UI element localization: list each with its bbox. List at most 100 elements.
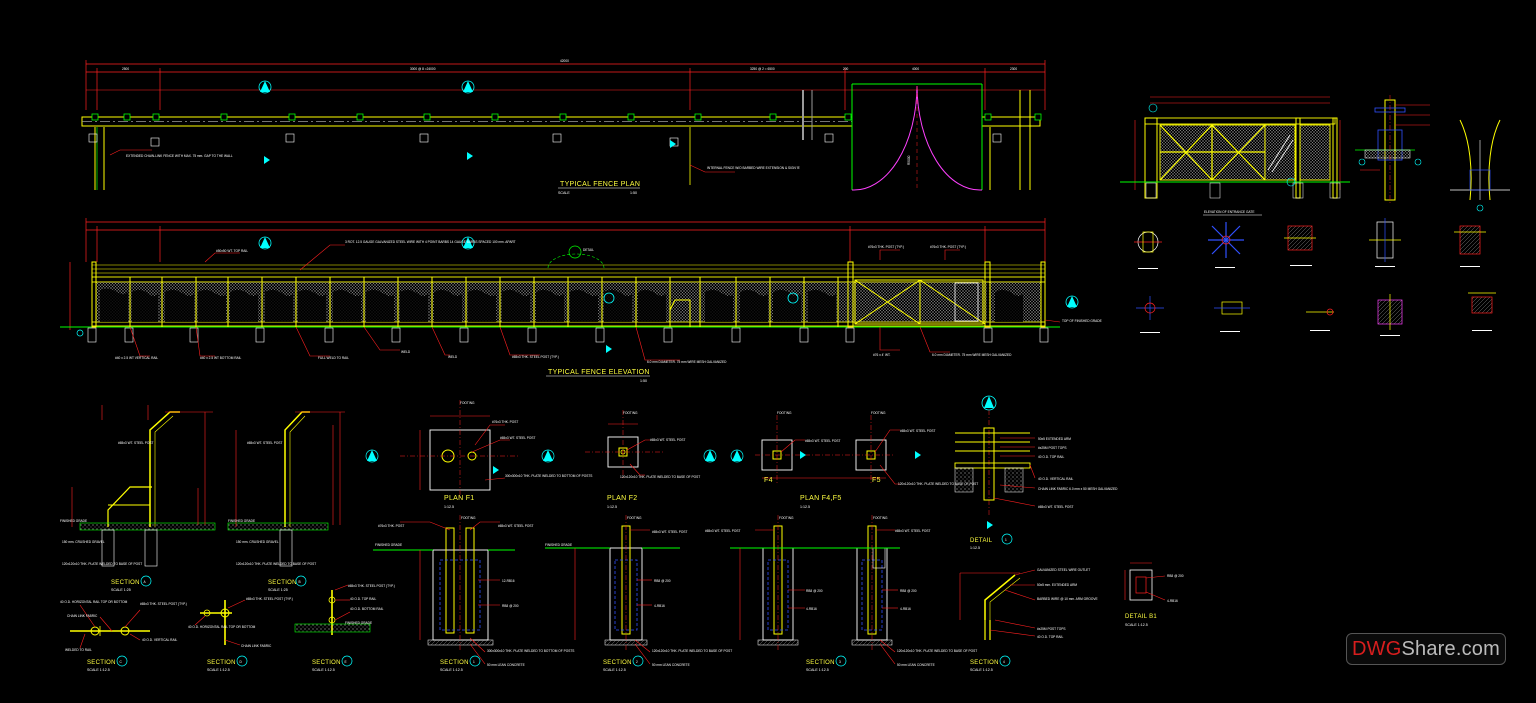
section-3-footing-1: FOOTING (779, 516, 794, 520)
section-1-note-5: RB8 @ 200 (502, 604, 519, 608)
section-1-title: SECTION (440, 660, 469, 666)
section-b-note-gravel: 150 mm. CRUSHED GRAVEL (236, 540, 279, 544)
section-c-note-2: CHAIN LINK FABRIC (67, 614, 98, 618)
plan-posts (91, 113, 1042, 121)
plan-dim-gate: 4000 (912, 67, 919, 71)
section-4-note-3: BARBED WIRE @ 10 mm. ARM GROOVE (1037, 597, 1098, 601)
section-c-note-1: 40 O.D. HORIZONTAL RAIL TOP OR BOTTOM (60, 600, 128, 604)
section-1-note-3: FINISHED GRADE (375, 543, 402, 547)
section-b-title: SECTION (268, 580, 297, 586)
section-2-note-1: #65x3 WT. STEEL POST (652, 530, 688, 534)
elevation-note-barbed: 3 ROT. 12.5 GAUGE GALVANIZED STEEL WIRE … (345, 240, 516, 244)
elevation-panel-breaks (100, 288, 1023, 322)
section-a-note-plate: 120x120x10 THK. PLATE WELDED TO BASE OF … (62, 562, 142, 566)
plan-f5-label: F5 (872, 477, 881, 484)
section-e-note-1: #65x3 THK. STEEL POST (TYP.) (348, 584, 395, 588)
fence-plan: 42000 2500 3000 @ 8 =24000 3250 @ 2 = 65… (81, 59, 1046, 195)
section-c-note-4: WELDED TO RAIL (65, 648, 92, 652)
section-3-title: SECTION (806, 660, 835, 666)
section-1-note-4: 12-RB16 (502, 579, 515, 583)
section-1-note-2: #65x3 WT. STEEL POST (498, 524, 534, 528)
elevation-note-post1: #76x3 THK. POST (TYP.) (868, 245, 904, 249)
section-a: #65x3 WT. STEEL POST FINISHED GRADE 150 … (60, 405, 216, 592)
detail-b1: RB8 @ 200 4-RB16 DETAIL B1 SCALE 1:12.5 (1124, 562, 1184, 627)
section-a-note-grade: FINISHED GRADE (60, 519, 87, 523)
plan-gate (851, 83, 983, 191)
section-b: #65x3 WT. STEEL POST FINISHED GRADE 150 … (227, 411, 345, 592)
elevation-note-vrail: #40 x 2.5 WT VERTICAL RAIL (115, 356, 158, 360)
section-3-footing-2: FOOTING (873, 516, 888, 520)
elevation-barbed-wire (92, 264, 1045, 274)
plan-dim-bays: 3000 @ 8 =24000 (410, 67, 436, 71)
elevation-note-detail: DETAIL (583, 248, 594, 252)
section-1-note-6: 300x300x10 THK. PLATE WELDED TO BOTTOM O… (487, 649, 574, 653)
elevation-section-markers (76, 236, 1079, 353)
section-a-scale: SCALE 1:25 (111, 588, 131, 592)
plan-f2-footing: FOOTING (623, 411, 638, 415)
section-3-note-1: #65x3 WT. STEEL POST (705, 529, 741, 533)
section-1-note-7: 50 mm LEAN CONCRETE (487, 663, 525, 667)
section-3-note-6: 4-RB16 (900, 607, 911, 611)
plan-footings (88, 133, 1002, 147)
plan-note-1: EXTENDED CHAIN-LINK FENCE WITH MAX. 75 m… (126, 154, 233, 158)
section-e: #65x3 THK. STEEL POST (TYP.) 40 O.D. TOP… (294, 584, 395, 672)
section-d-note-1: #65x3 THK. STEEL POST (TYP.) (246, 597, 293, 601)
plan-dimension-lines (85, 60, 1046, 110)
section-e-note-3: 40 O.D. BOTTOM RAIL (350, 607, 384, 611)
section-d: #65x3 THK. STEEL POST (TYP.) 40 O.D. HOR… (188, 597, 293, 672)
section-1-footing: FOOTING (461, 516, 476, 520)
elevation-posts (91, 261, 1046, 328)
plan-f1-note-3: 300x300x10 THK. PLATE WELDED TO BOTTOM O… (505, 474, 592, 478)
plan-f2-title: PLAN F2 (607, 495, 638, 502)
section-e-scale: SCALE 1:12.5 (312, 668, 335, 672)
plan-dim-total: 42000 (560, 59, 569, 63)
elevation-leaders (129, 244, 1061, 361)
section-c: 40 O.D. HORIZONTAL RAIL TOP OR BOTTOM CH… (60, 600, 187, 672)
section-2-footing: FOOTING (627, 516, 642, 520)
section-4-note-1: GALVANIZED STEEL WIRE OUTLET (1037, 568, 1090, 572)
section-3-note-3: RB8 @ 200 (806, 589, 823, 593)
plan-f2-scale: 1:12.5 (607, 505, 617, 509)
section-4-note-2: 50x5 mm. EXTENDED ARM (1037, 583, 1077, 587)
gate-post-section (1355, 95, 1430, 205)
section-3-scale: SCALE 1:12.5 (806, 668, 829, 672)
plan-f5-note-1: #65x3 WT. STEEL POST (900, 429, 936, 433)
section-c-note-5: #65x3 THK. STEEL POST (TYP.) (140, 602, 187, 606)
section-e-note-4: FINISHED GRADE (345, 621, 372, 625)
section-c-note-3: 40 O.D. VERTICAL RAIL (142, 638, 177, 642)
gate-detail-sheet: ELEVATION OF ENTRANCE GATE (1120, 95, 1510, 336)
elevation-note-grade: TOP OF FINISHED GRADE (1062, 319, 1102, 323)
section-1-note-1: #76x3 THK. POST (378, 524, 404, 528)
section-4-title: SECTION (970, 660, 999, 666)
elevation-dimension-lines (69, 218, 1046, 330)
plan-section-markers (258, 80, 676, 164)
elevation-note-mesh2: 6.0 mm DIAMETER. 75 mm WIRE MESH GALVANI… (932, 353, 1012, 357)
elevation-scale-value: 1:50 (640, 379, 647, 383)
watermark-part-a: DWG (1352, 637, 1402, 660)
plan-f4-f5-scale: 1:12.5 (800, 505, 810, 509)
elevation-note-weld-2: WELD (448, 355, 458, 359)
plan-fence-line (81, 90, 1041, 190)
section-c-num: C (120, 660, 123, 664)
section-d-num: D (240, 660, 243, 664)
section-c-scale: SCALE 1:12.5 (87, 668, 110, 672)
section-2-num: 2 (636, 660, 638, 664)
section-4-num: 4 (1003, 660, 1005, 664)
detail-1-num: 1 (1005, 538, 1007, 542)
section-b-num: B (299, 580, 301, 584)
section-d-note-3: CHAIN LINK FABRIC (241, 644, 272, 648)
section-4: GALVANIZED STEEL WIRE OUTLET 50x5 mm. EX… (959, 568, 1098, 672)
plan-f1-note-1: #76x3 THK. POST (492, 420, 518, 424)
watermark-part-b: Share.com (1401, 637, 1500, 660)
elevation-note-post2: #76x3 THK. POST (TYP.) (930, 245, 966, 249)
elevation-note-wt: #76 x 4' WT. (873, 353, 891, 357)
elevation-note-brail: #40 x 2.5 WT BOTTOM RAIL (200, 356, 242, 360)
plan-scale-label: SCALE (558, 191, 570, 195)
plan-f4-footing: FOOTING (777, 411, 792, 415)
section-d-note-2: 40 O.D. HORIZONTAL RAIL TOP OR BOTTOM (188, 625, 256, 629)
plan-f4-f5: #65x3 WT. STEEL POST #65x3 WT. STEEL POS… (730, 411, 978, 509)
gate-arm-post (1450, 119, 1510, 212)
detail-1-title: DETAIL (970, 538, 993, 544)
gate-small-details (1134, 218, 1496, 330)
